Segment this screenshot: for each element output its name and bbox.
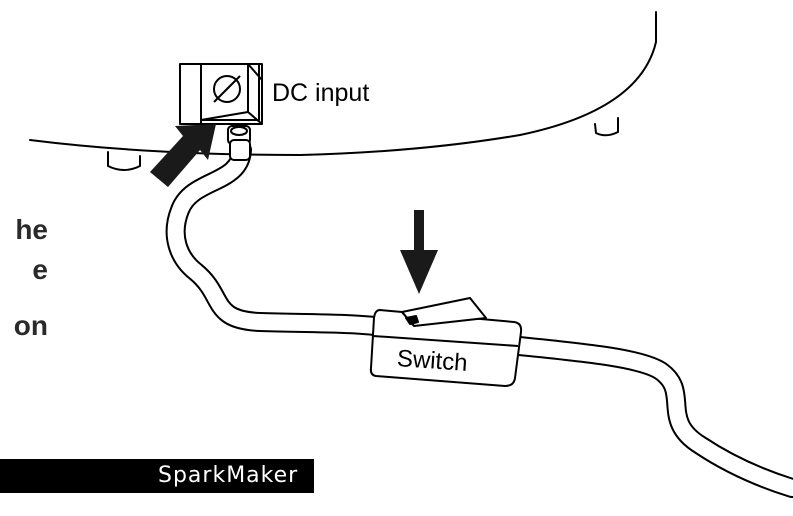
brand-logo-text: SparkMaker	[158, 463, 299, 488]
side-text-line-2: e	[32, 254, 48, 285]
arrow-to-switch-icon	[400, 210, 438, 294]
brand-bar: SparkMaker	[0, 459, 314, 493]
inline-switch[interactable]	[369, 297, 523, 387]
dc-input-jack	[179, 63, 263, 125]
arrow-to-dc-input-icon	[150, 124, 216, 187]
dc-plug	[227, 125, 251, 161]
side-text-line-1: he	[15, 214, 48, 245]
dc-input-label: DC input	[272, 79, 369, 107]
printer-base	[29, 11, 657, 171]
switch-label: Switch	[396, 345, 468, 377]
side-text-line-3: on	[13, 310, 48, 341]
